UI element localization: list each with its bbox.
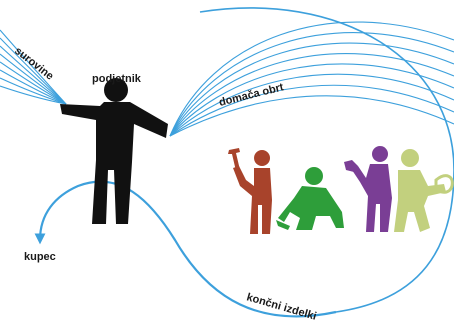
worker-brown-figure	[228, 148, 272, 234]
raw-materials-lines	[0, 29, 67, 105]
worker-purple-figure	[344, 146, 392, 232]
final-products-label: končni izdelki	[245, 291, 318, 322]
entrepreneur-figure	[60, 78, 168, 224]
entrepreneur-label: podjetnik	[92, 73, 142, 85]
worker-green-figure	[276, 167, 344, 230]
outer-cycle-arc	[199, 7, 454, 313]
home-craft-lines	[169, 21, 454, 137]
customer-label: kupec	[24, 251, 56, 263]
worker-lime-figure	[394, 149, 454, 232]
final-products-arrow	[34, 180, 337, 318]
